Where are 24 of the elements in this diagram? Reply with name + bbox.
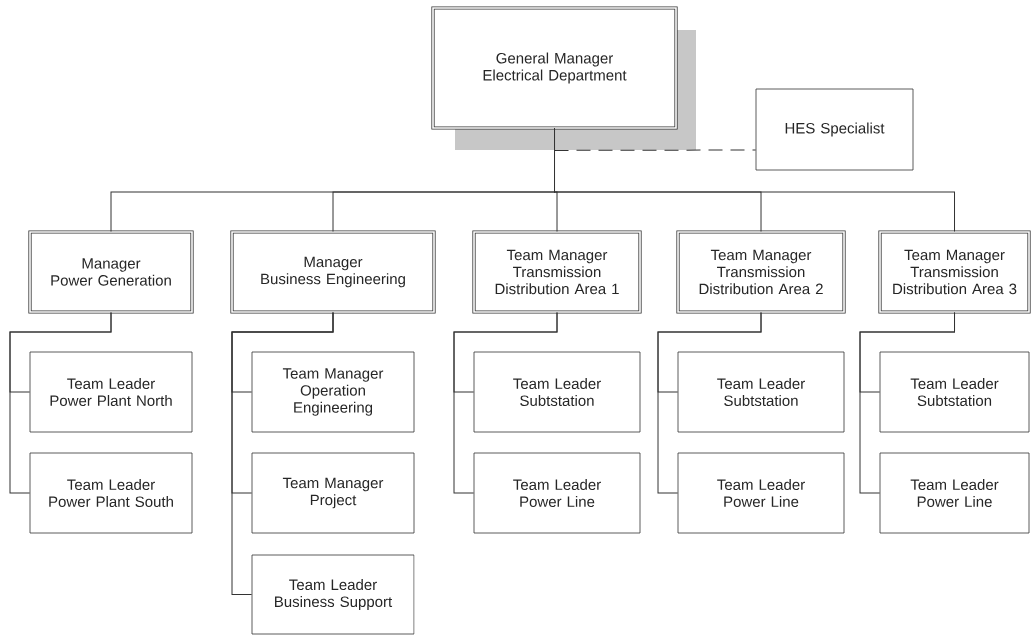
org-box: Team Leader Power Line: [473, 452, 641, 534]
connector-line: [231, 311, 334, 595]
org-box: Team Manager Transmission Distribution Area 1: [472, 230, 642, 314]
org-box: Team Leader Business Support: [251, 554, 415, 635]
org-box: Team Leader Subtstation: [677, 351, 845, 433]
org-box: HES Specialist: [755, 88, 914, 171]
org-box: Manager Business Engineering: [230, 230, 436, 314]
org-box: Team Manager Project: [251, 452, 415, 534]
org-box: Team Leader Power Plant South: [29, 452, 193, 534]
org-box: Team Manager Transmission Distribution Area 3: [878, 230, 1031, 314]
org-box: Team Leader Power Plant North: [29, 351, 193, 433]
org-box: General Manager Electrical Department: [431, 6, 696, 150]
org-box: Team Leader Subtstation: [879, 351, 1030, 433]
connector-line: [453, 311, 558, 494]
connector-line: [657, 311, 762, 494]
org-box: Team Leader Power Line: [677, 452, 845, 534]
org-box: Team Manager Operation Engineering: [251, 351, 415, 433]
org-box: Team Manager Transmission Distribution Area 2: [676, 230, 846, 314]
connector-line: [554, 127, 955, 233]
connector-line: [859, 311, 955, 494]
connector-line: [9, 311, 112, 494]
org-box: Manager Power Generation: [28, 230, 194, 314]
org-box: Team Leader Subtstation: [473, 351, 641, 433]
org-box: Team Leader Power Line: [879, 452, 1030, 534]
